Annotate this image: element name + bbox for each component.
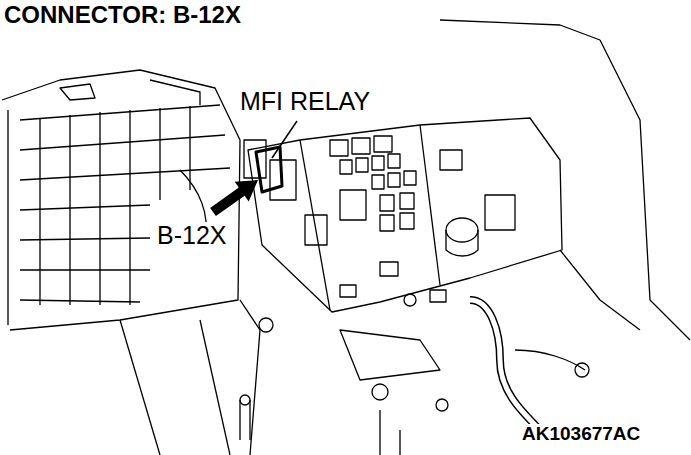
label-holder: MFI RELAY bbox=[238, 88, 372, 116]
part-label: MFI RELAY bbox=[238, 88, 372, 116]
label-holder: B-12X bbox=[155, 222, 228, 250]
leader-line bbox=[272, 121, 297, 158]
connector-label: B-12X bbox=[155, 222, 228, 250]
label-holder: AK103677AC bbox=[520, 424, 642, 445]
connector-title: CONNECTOR: B-12X bbox=[2, 2, 243, 28]
pointer-arrow bbox=[210, 180, 258, 216]
label-holder: CONNECTOR: B-12X bbox=[2, 2, 243, 28]
figure-code: AK103677AC bbox=[520, 424, 642, 445]
